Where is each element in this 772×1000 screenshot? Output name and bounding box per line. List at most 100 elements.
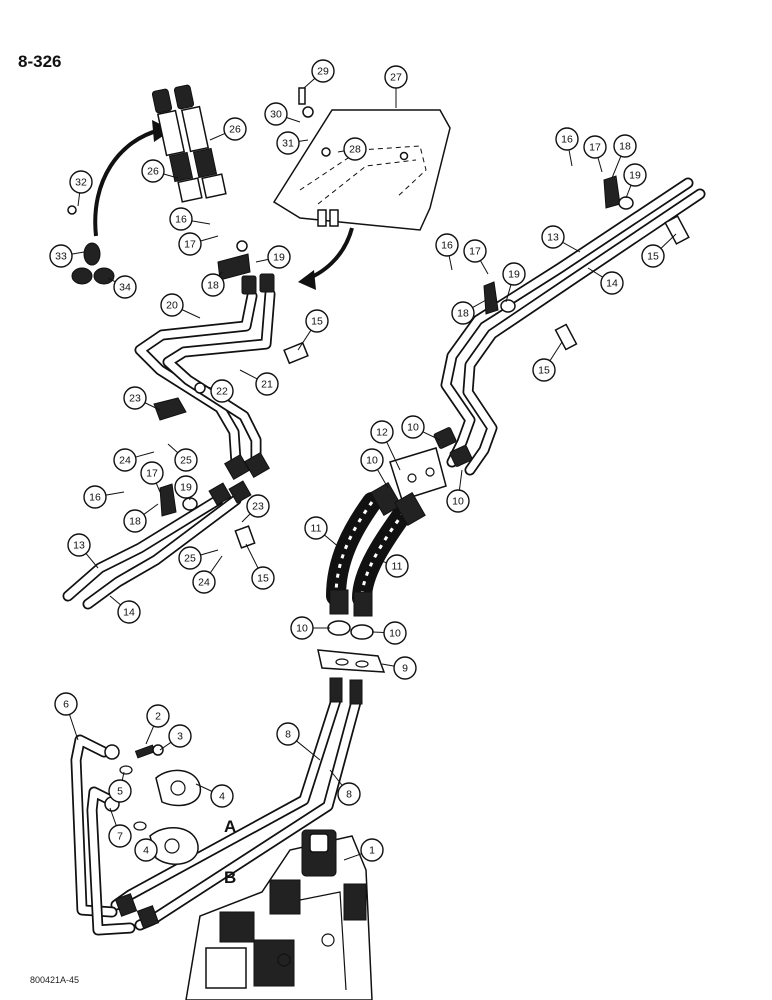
callout-number: 24 — [198, 577, 210, 589]
tube-14-right — [462, 188, 706, 476]
callout-circle — [113, 275, 137, 299]
callout-number: 11 — [311, 523, 322, 535]
callout-number: 15 — [311, 316, 323, 328]
callout-number: 3 — [177, 731, 183, 743]
callout-23: 23 — [246, 494, 270, 518]
callout-25: 25 — [174, 448, 198, 472]
leader-line-13 — [562, 241, 581, 253]
callout-circle — [223, 117, 247, 141]
callout-number: 30 — [270, 109, 282, 121]
callout-number: 10 — [407, 422, 419, 434]
callout-7: 7 — [108, 824, 132, 848]
callout-number: 5 — [117, 786, 123, 798]
leader-line-18 — [472, 299, 487, 309]
leader-line-16 — [191, 220, 211, 225]
callout-circle — [123, 386, 147, 410]
callout-number: 24 — [119, 455, 131, 467]
callout-15: 15 — [532, 358, 556, 382]
callout-19: 19 — [174, 475, 198, 499]
callout-number: 25 — [180, 455, 192, 467]
control-valve-1 — [185, 829, 373, 1000]
leader-line-18 — [143, 503, 159, 515]
callout-15: 15 — [305, 309, 329, 333]
leader-line-17 — [155, 482, 161, 493]
callout-number: 9 — [402, 663, 408, 675]
callout-34: 34 — [113, 275, 137, 299]
callout-number: 2 — [155, 711, 161, 723]
callout-number: 16 — [441, 240, 453, 252]
plate-9 — [317, 649, 386, 673]
callout-circle — [174, 475, 198, 499]
callout-number: 19 — [273, 252, 285, 264]
callout-circle — [255, 372, 279, 396]
callout-number: 22 — [216, 386, 228, 398]
callout-2: 2 — [146, 704, 170, 728]
leader-line-10 — [371, 631, 385, 634]
leader-line-16 — [105, 491, 125, 496]
callout-circle — [641, 244, 665, 268]
callout-circle — [267, 245, 291, 269]
callout-circle — [541, 225, 565, 249]
callout-15: 15 — [251, 566, 275, 590]
callout-19: 19 — [267, 245, 291, 269]
callout-16: 16 — [83, 485, 107, 509]
leader-line-5 — [121, 771, 125, 781]
callout-26: 26 — [141, 159, 165, 183]
leader-line-21 — [239, 369, 258, 380]
callout-circle — [337, 782, 361, 806]
callout-18: 18 — [451, 301, 475, 325]
callout-22: 22 — [210, 379, 234, 403]
callout-24: 24 — [113, 448, 137, 472]
callout-circle — [583, 135, 607, 159]
callout-circle — [623, 163, 647, 187]
leader-line-31 — [298, 139, 309, 142]
leader-line-10 — [377, 469, 389, 489]
cover-27 — [272, 87, 451, 231]
callout-circle — [160, 293, 184, 317]
callout-16: 16 — [555, 127, 579, 151]
callout-19: 19 — [623, 163, 647, 187]
callout-10: 10 — [401, 415, 425, 439]
callout-17: 17 — [463, 239, 487, 263]
callout-18: 18 — [613, 134, 637, 158]
callout-3: 3 — [168, 724, 192, 748]
callout-1: 1 — [360, 838, 384, 862]
callout-10: 10 — [446, 489, 470, 513]
callout-number: 32 — [75, 177, 87, 189]
callout-circle — [246, 494, 270, 518]
leader-line-33 — [71, 251, 85, 255]
callout-26: 26 — [223, 117, 247, 141]
callout-27: 27 — [384, 65, 408, 89]
callout-circle — [446, 489, 470, 513]
leader-line-26 — [163, 173, 179, 179]
callout-23: 23 — [123, 386, 147, 410]
leader-line-13 — [85, 553, 99, 569]
leader-line-15 — [297, 329, 312, 351]
catalog-code: 800421A-45 — [30, 975, 80, 985]
callout-16: 16 — [169, 207, 193, 231]
callout-number: 18 — [129, 516, 141, 528]
callout-number: 19 — [180, 482, 192, 494]
callout-8: 8 — [337, 782, 361, 806]
leader-line-7 — [109, 807, 117, 826]
callout-24: 24 — [192, 570, 216, 594]
leader-line-11 — [377, 559, 387, 564]
leader-line-20 — [181, 309, 201, 319]
callout-number: 16 — [89, 492, 101, 504]
leader-line-22 — [203, 385, 212, 389]
leader-line-15 — [549, 341, 563, 362]
leader-line-15 — [245, 543, 259, 569]
callout-number: 21 — [261, 379, 273, 391]
callout-circle — [134, 838, 158, 862]
callout-circle — [343, 137, 367, 161]
leader-line-28 — [337, 150, 345, 153]
callout-33: 33 — [49, 244, 73, 268]
callout-circle — [201, 273, 225, 297]
callout-circle — [401, 415, 425, 439]
leader-line-32 — [77, 192, 81, 207]
flange-4-lower — [149, 827, 199, 865]
callout-circle — [210, 379, 234, 403]
leader-line-14 — [587, 267, 603, 278]
